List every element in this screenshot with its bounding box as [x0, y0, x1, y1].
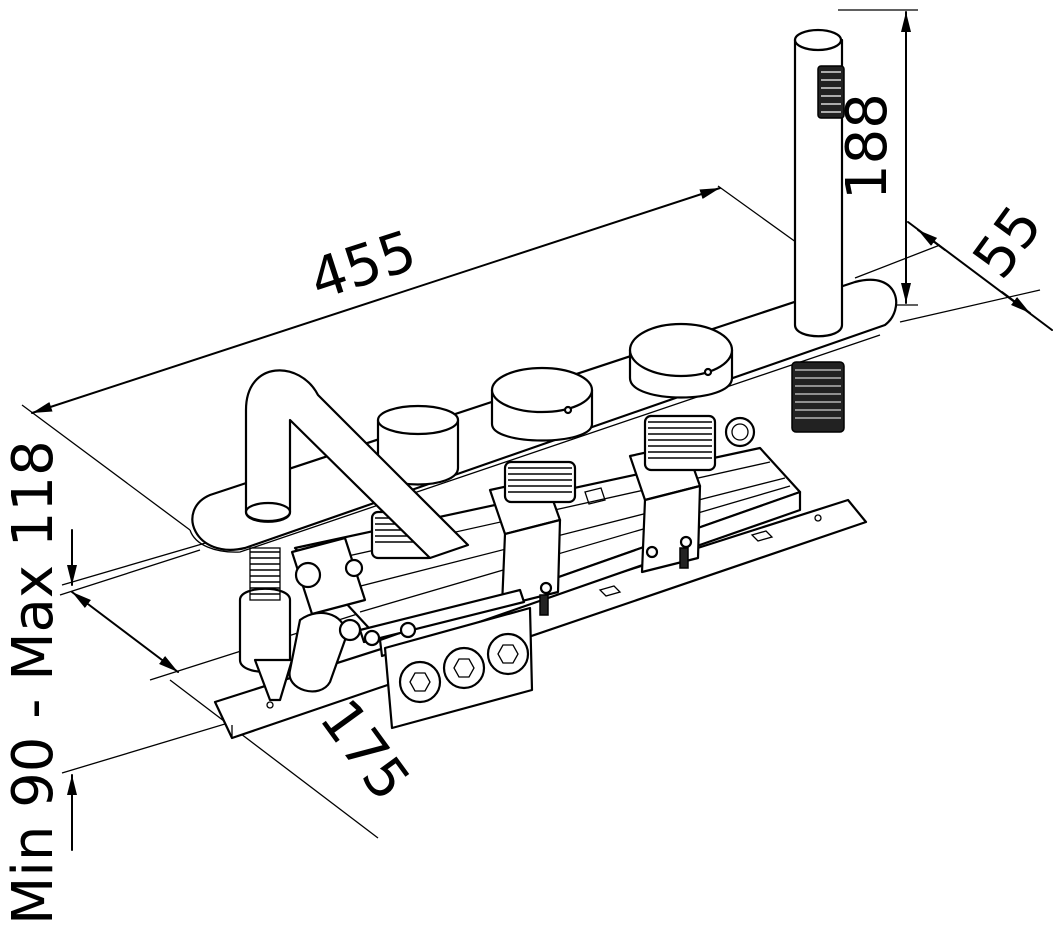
dimension-lines — [21, 9, 1053, 851]
length-dimension: 455 — [302, 218, 424, 313]
plate-depth-dimension: 55 — [961, 194, 1055, 290]
height-range-dimension: Min 90 - Max 118 — [1, 440, 66, 925]
hand-shower — [793, 28, 845, 338]
spout-shank-assembly — [238, 547, 362, 702]
hand-shower-height-dimension: 188 — [835, 93, 900, 200]
handle-center — [490, 366, 594, 442]
handle-left — [376, 404, 460, 486]
handle-right — [628, 322, 734, 399]
valve-body — [290, 416, 802, 730]
spout — [244, 369, 470, 560]
